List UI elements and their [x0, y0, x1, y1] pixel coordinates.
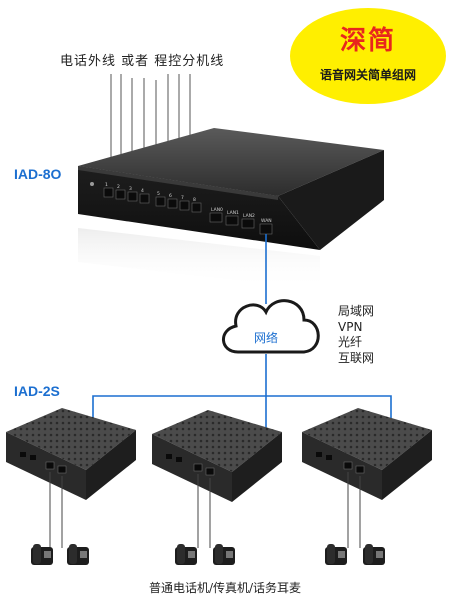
port-label-lan2: LAN2	[243, 213, 255, 219]
port-label-lan0: LAN0	[211, 207, 223, 213]
terminal-caption: 普通电话机/传真机/话务耳麦	[148, 581, 302, 595]
cloud-icon	[222, 299, 320, 354]
port-label-2: 2	[117, 184, 120, 190]
sub-gateway-device-2	[152, 410, 282, 502]
port-label-6: 6	[169, 193, 172, 199]
title-badge	[290, 8, 446, 104]
network-type-fiber: 光纤	[338, 335, 363, 349]
sub-device-model-label: IAD-2S	[14, 383, 60, 399]
sub-gateway-device-3	[302, 408, 432, 500]
cloud-label: 网络	[254, 330, 278, 345]
network-type-lan: 局域网	[338, 304, 375, 318]
network-types-list: 局域网 VPN 光纤 互联网	[338, 304, 374, 366]
badge-subtitle: 语音网关简单组网	[319, 68, 416, 82]
telephone-icon	[213, 544, 235, 565]
port-label-8: 8	[193, 197, 196, 203]
main-gateway-device	[78, 128, 384, 290]
network-type-vpn: VPN	[338, 319, 363, 334]
telephone-icon	[31, 544, 53, 565]
main-device-model-label: IAD-8O	[14, 166, 62, 182]
network-links	[92, 234, 392, 430]
port-label-5: 5	[157, 191, 160, 197]
port-label-1: 1	[105, 182, 108, 188]
sub-gateway-device-1	[6, 408, 136, 500]
telephone-set	[31, 544, 385, 565]
port-label-wan: WAN	[261, 218, 272, 224]
port-label-3: 3	[129, 186, 132, 192]
port-label-lan1: LAN1	[227, 210, 239, 216]
port-label-7: 7	[181, 195, 184, 201]
port-label-4: 4	[141, 188, 144, 194]
telephone-icon	[67, 544, 89, 565]
network-type-internet: 互联网	[338, 350, 375, 365]
telephone-icon	[363, 544, 385, 565]
telephone-icon	[325, 544, 347, 565]
badge-title: 深简	[339, 26, 396, 56]
telephone-icon	[175, 544, 197, 565]
phone-cords	[49, 472, 361, 548]
phone-line-label: 电话外线 或者 程控分机线	[60, 54, 225, 69]
